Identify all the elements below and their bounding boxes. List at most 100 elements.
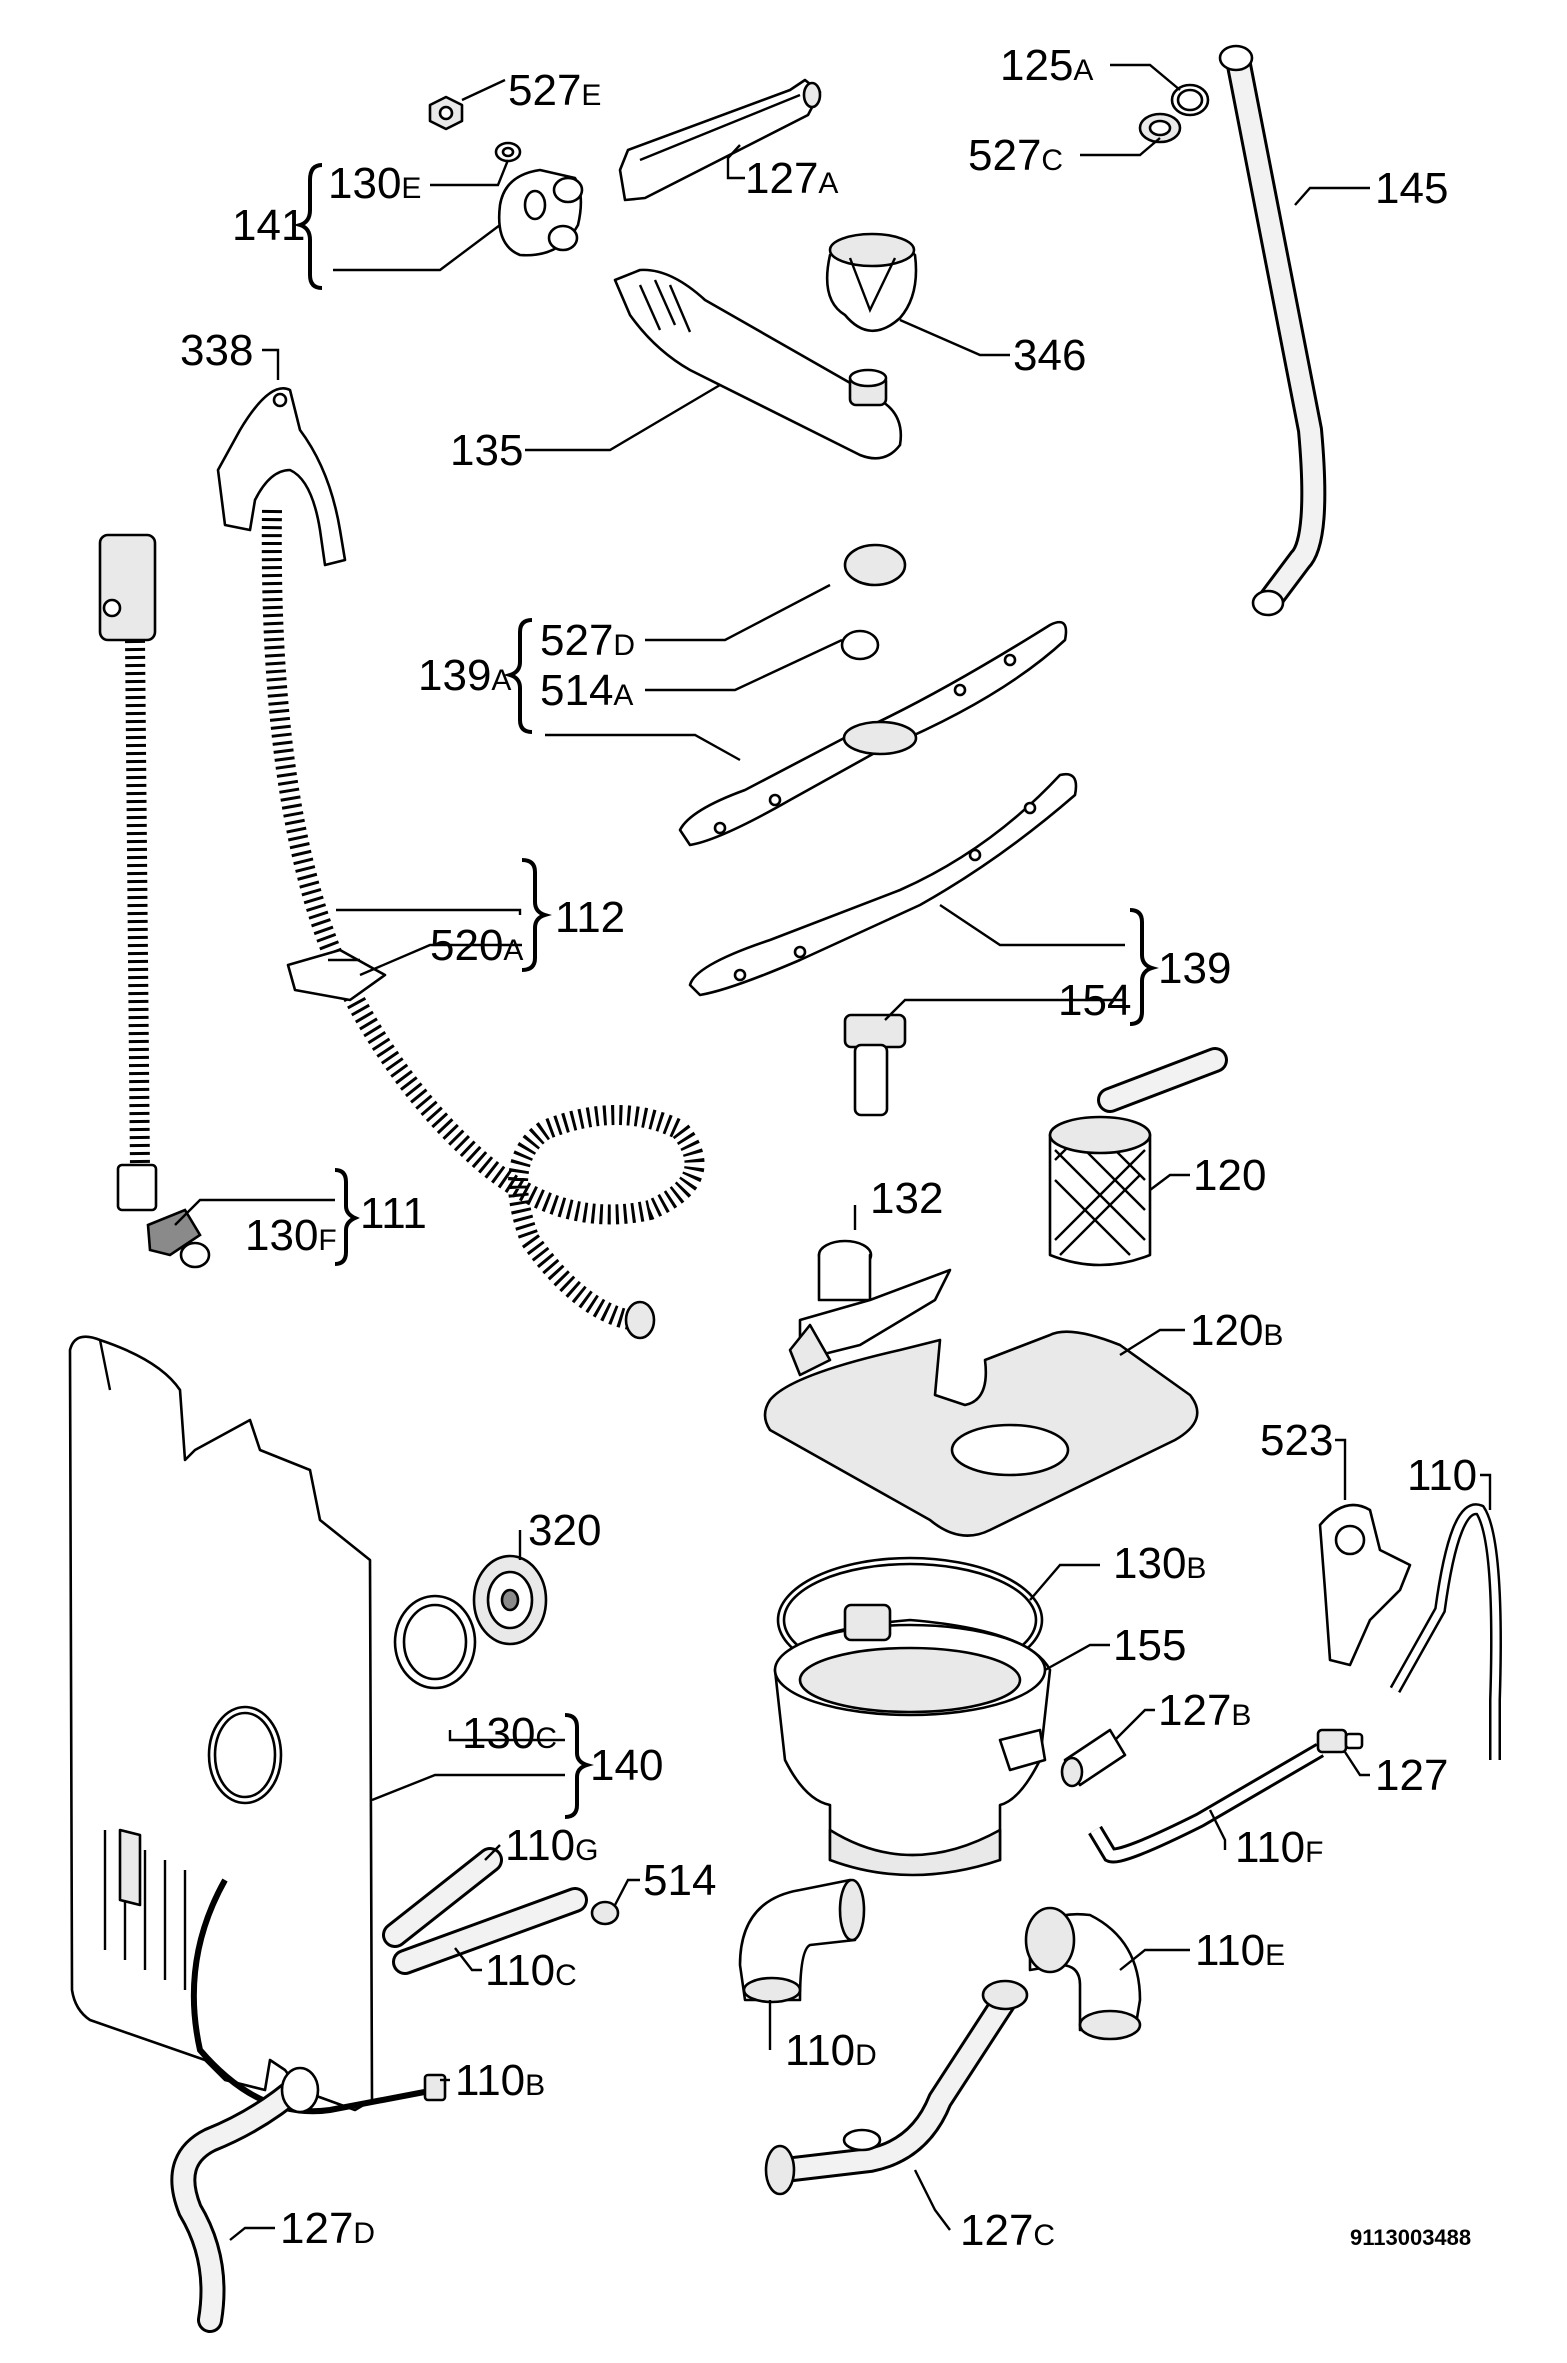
callout-number: 139: [418, 651, 491, 700]
callout-125A: 125A: [1000, 41, 1093, 90]
callout-112: 112: [555, 893, 625, 942]
part-527E-nut: [428, 95, 464, 131]
callout-number: 127: [280, 2204, 353, 2253]
callout-number: 111: [360, 1189, 427, 1238]
callout-154: 154: [1058, 976, 1131, 1025]
callout-110C: 110C: [485, 1946, 577, 1995]
callout-suffix: B: [1231, 1699, 1251, 1732]
part-140-side-panel: [68, 1335, 374, 2112]
callout-514A: 514A: [540, 666, 633, 715]
part-139A-spray-arm: [678, 543, 1068, 847]
callout-number: 125: [1000, 41, 1073, 90]
part-127C-pipe: [764, 1979, 1029, 2196]
callout-127D: 127D: [280, 2204, 375, 2253]
callout-suffix: B: [1186, 1552, 1206, 1585]
callout-suffix: C: [1041, 144, 1063, 177]
callout-127: 127: [1375, 1751, 1448, 1800]
leader-lines: [174, 63, 1492, 2241]
callout-number: 320: [528, 1506, 601, 1555]
callout-suffix: B: [525, 2069, 545, 2102]
callout-suffix: G: [575, 1834, 598, 1867]
callout-suffix: A: [1073, 54, 1093, 87]
callout-110B: 110B: [455, 2056, 545, 2105]
part-112-fill-hose: [261, 509, 705, 1340]
callout-number: 520: [430, 921, 503, 970]
part-110C-hose: [392, 1887, 588, 1975]
part-110E-elbow: [1024, 1906, 1142, 2041]
callout-110G: 110G: [505, 1821, 599, 1870]
part-139-spray-arm: [688, 772, 1078, 997]
part-527C-nut: [1138, 112, 1182, 144]
callout-346: 346: [1013, 331, 1086, 380]
callout-suffix: A: [818, 167, 838, 200]
part-110D-elbow: [738, 1878, 866, 2004]
part-130F-washer: [179, 1241, 211, 1269]
callout-number: 527: [508, 66, 581, 115]
part-110F-hose: [1088, 1743, 1325, 1864]
callout-130B: 130B: [1113, 1539, 1206, 1588]
part-130C-ring: [393, 1594, 477, 1690]
part-130E-washer: [494, 141, 522, 163]
callout-527E: 527E: [508, 66, 601, 115]
callout-130C: 130C: [462, 1709, 557, 1758]
part-120-filter: [1048, 1047, 1228, 1267]
callout-number: 120: [1193, 1151, 1266, 1200]
callout-suffix: D: [353, 2217, 375, 2250]
callout-suffix: A: [613, 679, 633, 712]
part-110G-hose: [382, 1847, 503, 1948]
part-110-hose: [1389, 1503, 1502, 1760]
callout-number: 130: [328, 159, 401, 208]
callout-number: 145: [1375, 164, 1448, 213]
callout-number: 338: [180, 326, 253, 375]
callout-155: 155: [1113, 1621, 1186, 1670]
callout-135: 135: [450, 426, 523, 475]
callout-number: 527: [968, 131, 1041, 180]
part-155-sump: [773, 1603, 1052, 1877]
part-154: [843, 1013, 907, 1117]
callout-132: 132: [870, 1174, 943, 1223]
callout-number: 523: [1260, 1416, 1333, 1465]
callout-number: 514: [540, 666, 613, 715]
callout-139A: 139A: [418, 651, 511, 700]
callout-suffix: C: [555, 1959, 577, 1992]
callout-number: 127: [1158, 1686, 1231, 1735]
part-523-bracket: [1318, 1503, 1412, 1667]
callout-number: 135: [450, 426, 523, 475]
callout-110D: 110D: [785, 2026, 877, 2075]
callout-number: 120: [1190, 1306, 1263, 1355]
callout-number: 110: [505, 1821, 575, 1870]
callout-130F: 130F: [245, 1211, 337, 1260]
part-127D-hose: [170, 2066, 320, 2333]
callout-number: 112: [555, 893, 625, 942]
part-127A-duct: [618, 78, 822, 202]
callout-338: 338: [180, 326, 253, 375]
part-125A-oring: [1170, 83, 1210, 117]
part-346-cap: [825, 232, 918, 333]
part-514-plug: [590, 1900, 620, 1926]
callout-127A: 127A: [745, 154, 838, 203]
callout-127B: 127B: [1158, 1686, 1251, 1735]
callout-number: 110: [485, 1946, 555, 1995]
callout-514: 514: [643, 1856, 716, 1905]
part-145-pipe: [1218, 44, 1327, 617]
callout-suffix: D: [613, 629, 635, 662]
callout-number: 110: [785, 2026, 855, 2075]
callout-suffix: A: [503, 934, 523, 967]
part-132-sensor: [788, 1239, 952, 1377]
callout-number: 110: [1195, 1926, 1265, 1975]
callout-number: 127: [1375, 1751, 1448, 1800]
callout-139: 139: [1158, 944, 1231, 993]
callout-suffix: C: [535, 1722, 557, 1755]
callout-number: 155: [1113, 1621, 1186, 1670]
callout-523: 523: [1260, 1416, 1333, 1465]
callout-number: 527: [540, 616, 613, 665]
callout-number: 130: [462, 1709, 535, 1758]
part-141-connector: [497, 168, 584, 257]
callout-141: 141: [232, 201, 305, 250]
document-number: 9113003488: [1350, 2225, 1471, 2250]
callout-labels: 527E 130E 141 127A 125A 527C 145 346 135…: [180, 41, 1477, 2255]
callout-number: 130: [245, 1211, 318, 1260]
callout-suffix: F: [1305, 1836, 1323, 1869]
callout-number: 514: [643, 1856, 716, 1905]
callout-110E: 110E: [1195, 1926, 1285, 1975]
